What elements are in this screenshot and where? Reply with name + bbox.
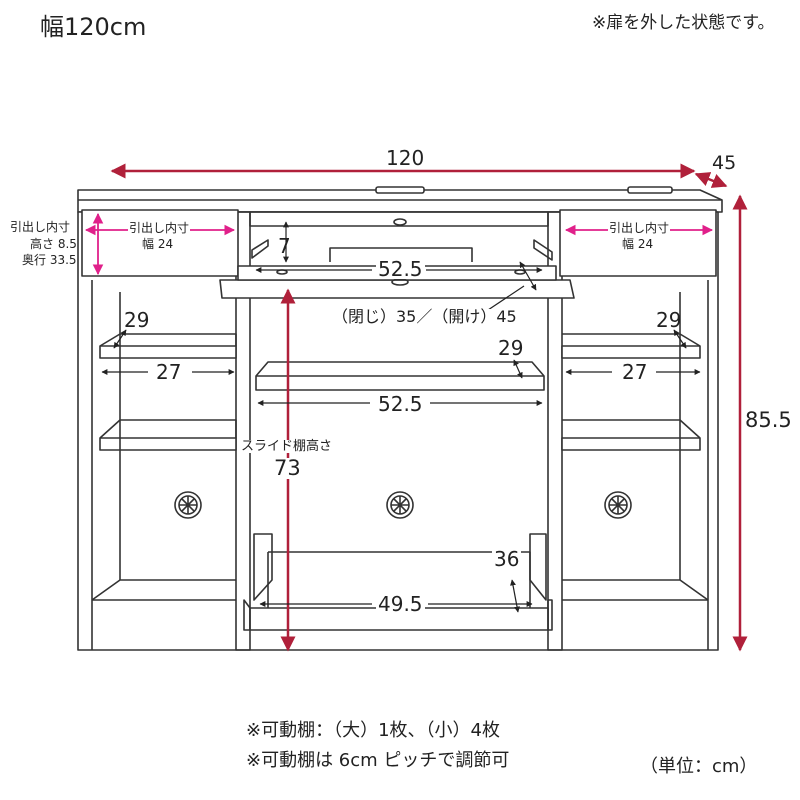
slide-shelf-width-label: 52.5 bbox=[376, 257, 425, 281]
left-shelf-depth-label: 29 bbox=[124, 308, 150, 332]
bottom-shelf-width-label: 49.5 bbox=[376, 592, 425, 616]
slide-shelf-height-title: スライド棚高さ bbox=[240, 439, 334, 454]
depth-label: 45 bbox=[712, 152, 737, 174]
left-drawer-width: 幅 24 bbox=[142, 237, 174, 251]
center-shelf-width-label: 52.5 bbox=[376, 392, 425, 416]
bottom-shelf-depth-label: 36 bbox=[492, 547, 522, 571]
left-drawer-title: 引出し内寸 bbox=[128, 221, 191, 235]
left-shelf-width-label: 27 bbox=[154, 360, 184, 384]
center-shelf-depth-label: 29 bbox=[498, 336, 524, 360]
top-gap-label: 7 bbox=[278, 234, 291, 258]
overall-width-label: 120 bbox=[386, 146, 425, 170]
side-drawer-height: 高さ 8.5 bbox=[30, 237, 77, 251]
door-removed-note: ※扉を外した状態です。 bbox=[592, 13, 775, 33]
shelf-pitch-note: ※可動棚は 6cm ピッチで調節可 bbox=[246, 750, 510, 771]
shelf-count-note: ※可動棚：（大）1枚、（小）4枚 bbox=[246, 720, 500, 741]
right-shelf-depth-label: 29 bbox=[656, 308, 682, 332]
right-shelf-width-label: 27 bbox=[620, 360, 650, 384]
height-label: 85.5 bbox=[745, 408, 792, 432]
unit-note: （単位：cm） bbox=[640, 756, 758, 777]
right-drawer-title: 引出し内寸 bbox=[608, 221, 671, 235]
width-title: 幅120cm bbox=[40, 13, 147, 41]
side-drawer-title: 引出し内寸 bbox=[10, 220, 71, 234]
slide-shelf-depth-label: （閉じ）35／（開け）45 bbox=[330, 307, 519, 326]
slide-shelf-height-value: 73 bbox=[272, 456, 303, 480]
right-drawer-width: 幅 24 bbox=[622, 237, 654, 251]
side-drawer-depth: 奥行 33.5 bbox=[22, 253, 77, 267]
